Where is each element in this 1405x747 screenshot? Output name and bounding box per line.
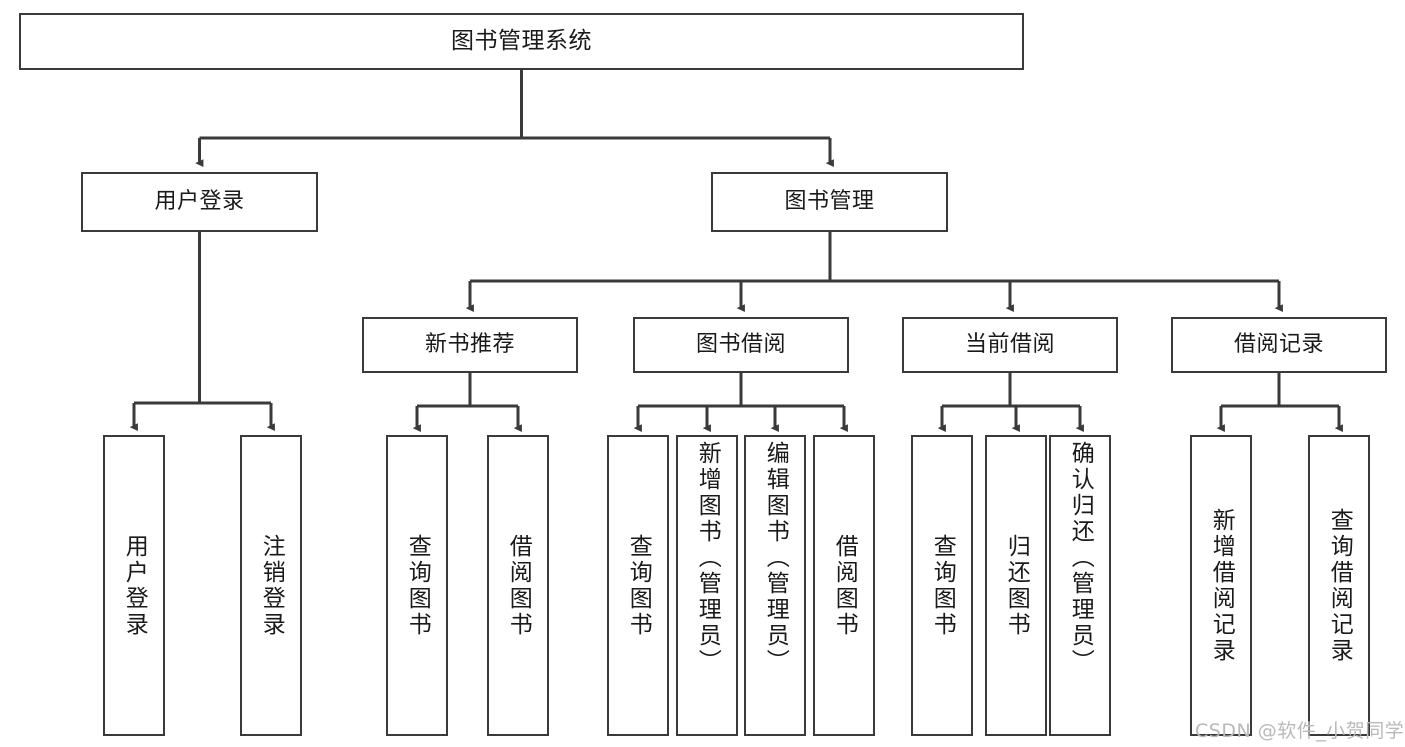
node-leaf-add-book-admin[interactable]: 新增图书（管理员） (676, 435, 738, 736)
node-user-login[interactable]: 用户登录 (81, 172, 318, 232)
node-leaf-user-logout[interactable]: 注销登录 (240, 435, 302, 736)
node-leaf-confirm-return-admin[interactable]: 确认归还（管理员） (1049, 435, 1111, 736)
node-leaf-query-book-borrow[interactable]: 查询图书 (607, 435, 669, 736)
node-leaf-add-borrow-record[interactable]: 新增借阅记录 (1190, 435, 1252, 736)
node-leaf-query-borrow-record[interactable]: 查询借阅记录 (1308, 435, 1370, 736)
node-book-manage[interactable]: 图书管理 (711, 172, 948, 232)
node-leaf-edit-book-admin[interactable]: 编辑图书（管理员） (744, 435, 806, 736)
csdn-watermark: CSDN @软件_小贺同学 (1195, 720, 1405, 742)
node-root-system[interactable]: 图书管理系统 (19, 13, 1024, 70)
node-leaf-borrow-book-new[interactable]: 借阅图书 (487, 435, 549, 736)
node-leaf-query-book-new[interactable]: 查询图书 (386, 435, 448, 736)
node-new-book-recommend[interactable]: 新书推荐 (362, 317, 578, 373)
node-book-borrow[interactable]: 图书借阅 (633, 317, 849, 373)
node-leaf-borrow-book[interactable]: 借阅图书 (813, 435, 875, 736)
node-leaf-user-login[interactable]: 用户登录 (103, 435, 165, 736)
node-leaf-query-book-current[interactable]: 查询图书 (911, 435, 973, 736)
node-current-borrow[interactable]: 当前借阅 (902, 317, 1118, 373)
node-borrow-record[interactable]: 借阅记录 (1171, 317, 1387, 373)
node-leaf-return-book[interactable]: 归还图书 (985, 435, 1047, 736)
